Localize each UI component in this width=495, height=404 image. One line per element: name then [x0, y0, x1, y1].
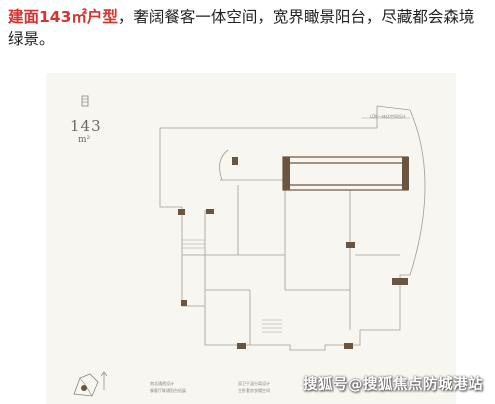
- area-number: 143: [70, 117, 102, 135]
- caption-text: ，奢阔餐客一体空间，宽界瞰景阳台，尽藏都会森境绿景。: [8, 8, 475, 48]
- note-left-1: 南北通透设计: [150, 381, 174, 386]
- building-icon: [81, 95, 89, 107]
- note-right-1: 双卫干湿分离设计: [238, 381, 270, 386]
- area-unit: m²: [78, 135, 91, 145]
- site-plan-icon: [73, 371, 108, 397]
- watermark: 搜狐号@搜狐焦点防城港站: [303, 377, 483, 393]
- balcony-note: LDK一体化空间设计: [370, 114, 406, 119]
- caption-highlight: 建面143㎡户型: [8, 8, 118, 26]
- note-left-2: 餐客厅联通阳台拓展: [150, 388, 186, 393]
- note-right-2: 主卧套房衣帽空间: [238, 388, 270, 393]
- article-caption: 建面143㎡户型，奢阔餐客一体空间，宽界瞰景阳台，尽藏都会森境绿景。: [8, 6, 488, 50]
